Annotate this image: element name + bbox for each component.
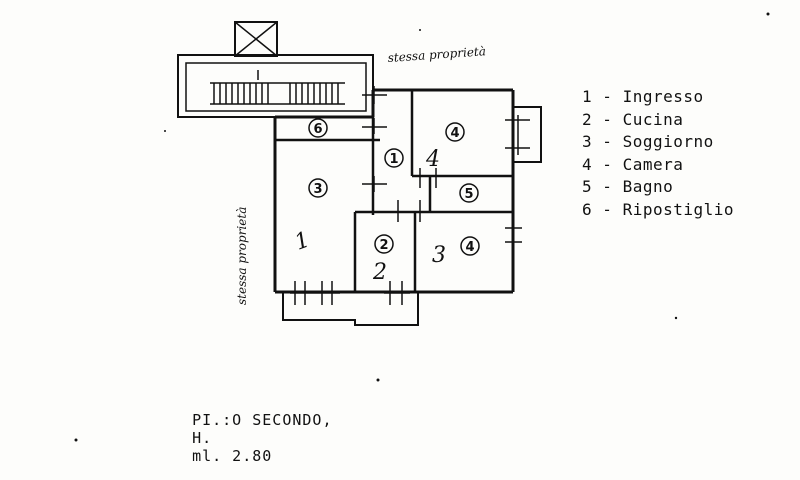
window-bay-right — [513, 106, 542, 163]
floor-label: PI.:O SECONDO, — [192, 411, 333, 429]
apartment-walls — [273, 88, 515, 294]
room-marker: 5 — [464, 187, 473, 202]
room-marker: 1 — [389, 152, 398, 167]
room-marker: 6 — [313, 122, 322, 137]
height-value: ml. 2.80 — [192, 447, 273, 465]
handwritten-mark: 2 — [372, 260, 387, 285]
room-marker: 4 — [450, 126, 459, 141]
legend-item: 2 - Cucina — [582, 109, 684, 129]
height-label: H. — [192, 429, 213, 447]
room-marker-circles — [308, 118, 480, 256]
opening-ticks — [290, 86, 530, 305]
legend-item: 4 - Camera — [582, 154, 684, 174]
handwritten-note-top: stessa proprietà — [387, 44, 486, 65]
legend-item: 6 - Ripostiglio — [582, 199, 735, 219]
floor-caption: PI.:O SECONDO, H. ml. 2.80 — [172, 393, 343, 465]
handwritten-mark: 4 — [425, 147, 440, 172]
scan-specks — [74, 12, 770, 442]
room-marker: 2 — [379, 238, 388, 253]
room-marker: 3 — [313, 182, 322, 197]
balcony-bottom — [282, 292, 419, 326]
legend-item: 1 - Ingresso — [582, 87, 704, 106]
staircase — [210, 70, 345, 105]
balcony-outline — [177, 54, 374, 118]
room-legend: 1 - Ingresso 2 - Cucina 3 - Soggiorno 4 … — [582, 86, 734, 222]
handwritten-mark: 1 — [292, 227, 314, 255]
handwritten-mark: 3 — [432, 243, 446, 268]
legend-item: 5 - Bagno — [582, 177, 674, 197]
room-marker: 4 — [465, 240, 474, 255]
legend-item: 3 - Soggiorno — [582, 132, 714, 152]
handwritten-note-left: stessa proprietà — [235, 207, 249, 305]
interior-walls — [275, 90, 513, 292]
